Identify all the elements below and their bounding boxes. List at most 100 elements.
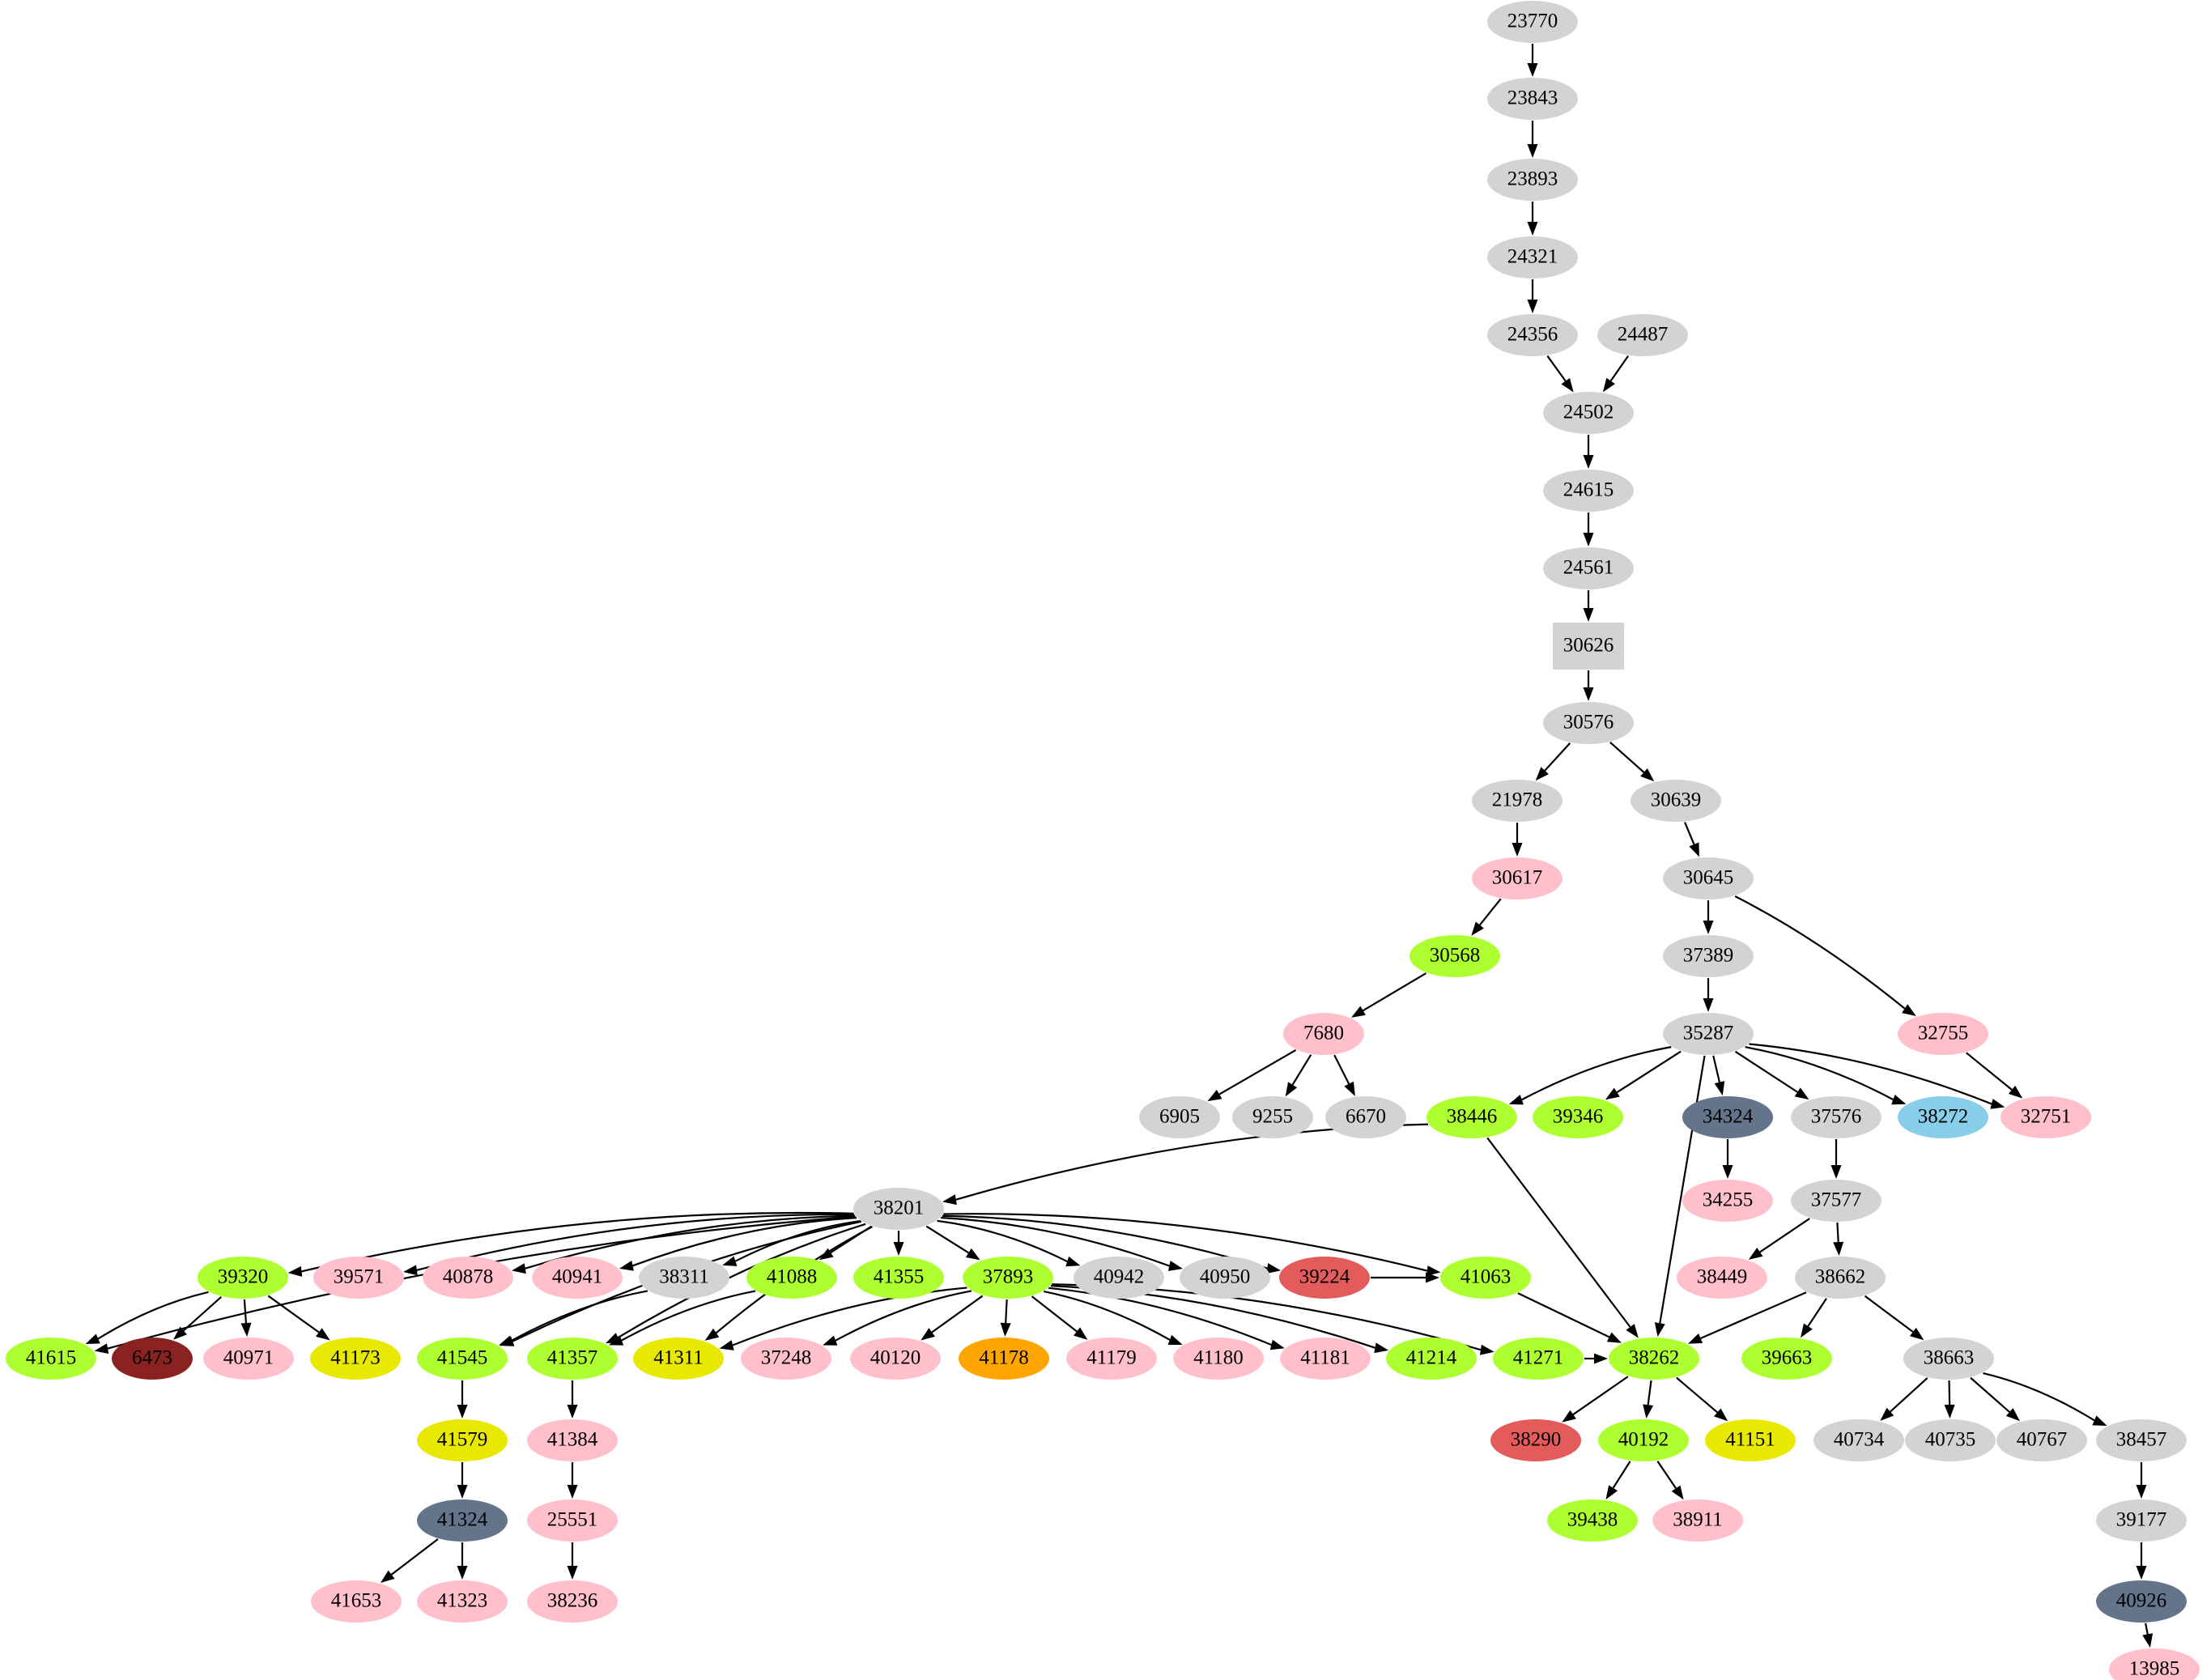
- graph-node[interactable]: 39320: [198, 1257, 288, 1299]
- graph-node[interactable]: 40926: [2096, 1580, 2187, 1623]
- graph-node[interactable]: 41180: [1173, 1338, 1264, 1380]
- graph-node[interactable]: 21978: [1472, 780, 1563, 822]
- node-ellipse-shape[interactable]: [1682, 1180, 1773, 1222]
- graph-node[interactable]: 23893: [1487, 159, 1578, 201]
- graph-node[interactable]: 37576: [1791, 1096, 1881, 1138]
- node-ellipse-shape[interactable]: [417, 1419, 508, 1461]
- graph-node[interactable]: 38262: [1609, 1338, 1699, 1380]
- graph-node[interactable]: 40120: [850, 1338, 941, 1380]
- graph-node[interactable]: 41615: [6, 1338, 96, 1380]
- graph-node[interactable]: 30639: [1631, 780, 1721, 822]
- node-ellipse-shape[interactable]: [417, 1499, 508, 1542]
- node-ellipse-shape[interactable]: [1663, 857, 1754, 900]
- graph-node[interactable]: 39438: [1547, 1499, 1638, 1542]
- graph-node[interactable]: 39663: [1741, 1338, 1832, 1380]
- graph-node[interactable]: 37248: [741, 1338, 831, 1380]
- graph-node[interactable]: 41179: [1066, 1338, 1157, 1380]
- node-ellipse-shape[interactable]: [1682, 1096, 1773, 1138]
- graph-node[interactable]: 34255: [1682, 1180, 1773, 1222]
- node-ellipse-shape[interactable]: [203, 1338, 294, 1380]
- graph-node[interactable]: 38446: [1427, 1096, 1517, 1138]
- node-ellipse-shape[interactable]: [1487, 78, 1578, 120]
- graph-node[interactable]: 37389: [1663, 935, 1754, 977]
- node-ellipse-shape[interactable]: [417, 1338, 508, 1380]
- graph-node[interactable]: 38449: [1677, 1257, 1767, 1299]
- graph-node[interactable]: 41151: [1705, 1419, 1796, 1461]
- graph-node[interactable]: 32751: [2001, 1096, 2091, 1138]
- graph-node[interactable]: 39571: [313, 1257, 404, 1299]
- node-ellipse-shape[interactable]: [527, 1338, 618, 1380]
- graph-node[interactable]: 41088: [746, 1257, 837, 1299]
- node-ellipse-shape[interactable]: [1898, 1013, 1988, 1055]
- node-ellipse-shape[interactable]: [1533, 1096, 1623, 1138]
- graph-node[interactable]: 41357: [527, 1338, 618, 1380]
- graph-node[interactable]: 38290: [1490, 1419, 1581, 1461]
- graph-node[interactable]: 24502: [1543, 392, 1634, 434]
- node-ellipse-shape[interactable]: [1705, 1419, 1796, 1461]
- graph-node[interactable]: 24561: [1543, 547, 1634, 589]
- graph-node[interactable]: 13985: [2109, 1648, 2200, 1680]
- node-ellipse-shape[interactable]: [1279, 1257, 1370, 1299]
- node-ellipse-shape[interactable]: [1543, 392, 1634, 434]
- graph-node[interactable]: 37893: [963, 1257, 1053, 1299]
- graph-node[interactable]: 41178: [959, 1338, 1049, 1380]
- graph-node[interactable]: 34324: [1682, 1096, 1773, 1138]
- node-ellipse-shape[interactable]: [527, 1419, 618, 1461]
- graph-node[interactable]: 25551: [527, 1499, 618, 1542]
- node-ellipse-shape[interactable]: [1598, 1419, 1689, 1461]
- node-box-shape[interactable]: [1553, 623, 1624, 670]
- graph-node[interactable]: 41653: [311, 1580, 402, 1623]
- graph-node[interactable]: 41271: [1493, 1338, 1584, 1380]
- graph-node[interactable]: 41324: [417, 1499, 508, 1542]
- node-ellipse-shape[interactable]: [311, 1580, 402, 1623]
- node-ellipse-shape[interactable]: [1663, 1013, 1754, 1055]
- graph-node[interactable]: 40192: [1598, 1419, 1689, 1461]
- graph-node[interactable]: 30645: [1663, 857, 1754, 900]
- graph-node[interactable]: 24321: [1487, 236, 1578, 279]
- node-ellipse-shape[interactable]: [1663, 935, 1754, 977]
- node-ellipse-shape[interactable]: [746, 1257, 837, 1299]
- node-ellipse-shape[interactable]: [313, 1257, 404, 1299]
- node-ellipse-shape[interactable]: [1472, 780, 1563, 822]
- graph-node[interactable]: 40878: [423, 1257, 513, 1299]
- graph-node[interactable]: 39346: [1533, 1096, 1623, 1138]
- graph-node[interactable]: 23843: [1487, 78, 1578, 120]
- node-ellipse-shape[interactable]: [853, 1188, 944, 1230]
- node-ellipse-shape[interactable]: [1547, 1499, 1638, 1542]
- graph-node[interactable]: 38311: [639, 1257, 729, 1299]
- graph-node[interactable]: 30617: [1472, 857, 1563, 900]
- node-ellipse-shape[interactable]: [2096, 1580, 2187, 1623]
- graph-node[interactable]: 41173: [310, 1338, 401, 1380]
- graph-node[interactable]: 40942: [1074, 1257, 1164, 1299]
- node-ellipse-shape[interactable]: [1487, 314, 1578, 356]
- node-ellipse-shape[interactable]: [423, 1257, 513, 1299]
- graph-node[interactable]: 32755: [1898, 1013, 1988, 1055]
- graph-node[interactable]: 38236: [527, 1580, 618, 1623]
- graph-node[interactable]: 6905: [1139, 1096, 1220, 1138]
- node-ellipse-shape[interactable]: [1543, 702, 1634, 744]
- graph-node[interactable]: 40971: [203, 1338, 294, 1380]
- node-ellipse-shape[interactable]: [1440, 1257, 1531, 1299]
- graph-node[interactable]: 41579: [417, 1419, 508, 1461]
- node-ellipse-shape[interactable]: [1427, 1096, 1517, 1138]
- node-ellipse-shape[interactable]: [1631, 780, 1721, 822]
- node-ellipse-shape[interactable]: [1903, 1338, 1994, 1380]
- graph-node[interactable]: 39224: [1279, 1257, 1370, 1299]
- node-ellipse-shape[interactable]: [527, 1580, 618, 1623]
- node-ellipse-shape[interactable]: [2109, 1648, 2200, 1680]
- graph-node[interactable]: 40950: [1180, 1257, 1270, 1299]
- node-ellipse-shape[interactable]: [112, 1338, 193, 1380]
- graph-node[interactable]: 6473: [112, 1338, 193, 1380]
- graph-node[interactable]: 37577: [1791, 1180, 1881, 1222]
- node-ellipse-shape[interactable]: [1543, 547, 1634, 589]
- node-ellipse-shape[interactable]: [1490, 1419, 1581, 1461]
- graph-node[interactable]: 40735: [1905, 1419, 1996, 1461]
- node-ellipse-shape[interactable]: [741, 1338, 831, 1380]
- node-ellipse-shape[interactable]: [1487, 1, 1578, 43]
- graph-node[interactable]: 24356: [1487, 314, 1578, 356]
- node-ellipse-shape[interactable]: [2001, 1096, 2091, 1138]
- graph-node[interactable]: 30576: [1543, 702, 1634, 744]
- node-ellipse-shape[interactable]: [198, 1257, 288, 1299]
- node-ellipse-shape[interactable]: [850, 1338, 941, 1380]
- graph-node[interactable]: 38272: [1898, 1096, 1988, 1138]
